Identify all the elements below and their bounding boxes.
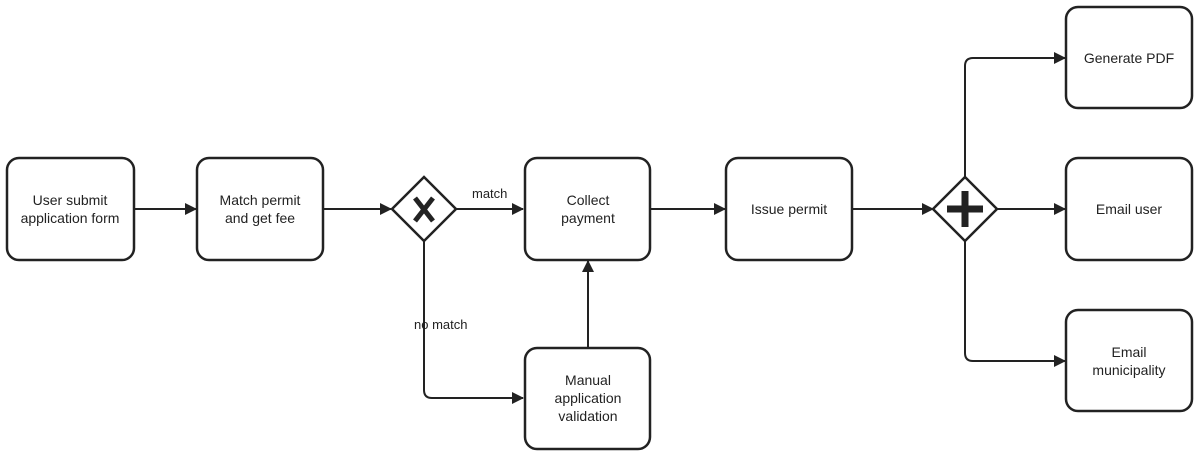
task-label-line: Match permit (220, 192, 301, 208)
task-label-line: application form (21, 210, 120, 226)
x-icon (413, 196, 435, 223)
task-label: Issue permit (751, 201, 827, 217)
exclusive-gateway (390, 175, 458, 243)
task-label-line: Manual (565, 372, 611, 388)
task-label-line: and get fee (225, 210, 295, 226)
task-label: Match permit and get fee (220, 192, 301, 226)
task-label-line: municipality (1092, 362, 1165, 378)
plus-icon (947, 191, 983, 227)
task-generate-pdf: Generate PDF (1064, 5, 1194, 110)
task-label-line: User submit (33, 192, 108, 208)
edge-label-match: match (472, 186, 507, 201)
flow-parallel-to-generate-pdf (964, 52, 1066, 177)
task-label: Generate PDF (1084, 50, 1174, 66)
task-label-line: Email user (1096, 201, 1162, 217)
task-email-user: Email user (1064, 156, 1194, 262)
flow-parallel-to-email-municipality (964, 241, 1066, 367)
task-label-line: Generate PDF (1084, 50, 1174, 66)
task-label: Email user (1096, 201, 1162, 217)
edge-label-no-match: no match (414, 317, 467, 332)
task-user-submit-application-form: User submit application form (5, 156, 136, 262)
task-label-line: Issue permit (751, 201, 827, 217)
task-label: Collect payment (561, 192, 615, 226)
task-label: User submit application form (21, 192, 120, 226)
task-match-permit-and-get-fee: Match permit and get fee (195, 156, 325, 262)
flow-gateway-to-manual-validation (423, 241, 524, 404)
task-label-line: validation (558, 408, 617, 424)
task-label-line: Email (1111, 344, 1146, 360)
task-manual-application-validation: Manual application validation (523, 346, 652, 451)
task-label-line: payment (561, 210, 615, 226)
task-label-line: application (555, 390, 622, 406)
task-issue-permit: Issue permit (724, 156, 854, 262)
task-collect-payment: Collect payment (523, 156, 652, 262)
task-label: Email municipality (1092, 344, 1165, 378)
task-label: Manual application validation (555, 372, 622, 424)
task-label-line: Collect (567, 192, 610, 208)
parallel-gateway (931, 175, 999, 243)
task-email-municipality: Email municipality (1064, 308, 1194, 413)
